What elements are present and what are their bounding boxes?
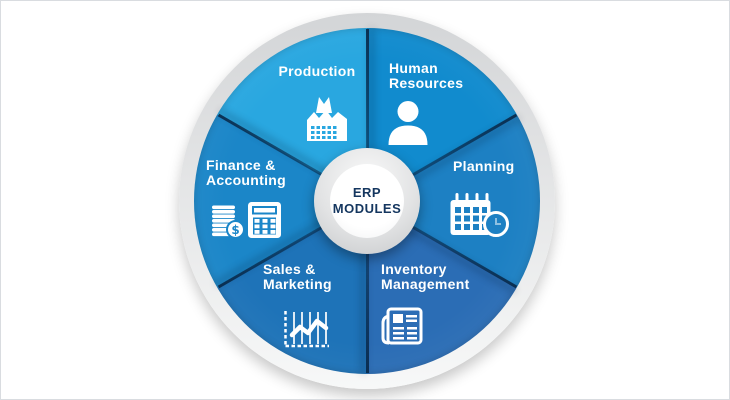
label-production: Production xyxy=(278,63,356,79)
segment-divider xyxy=(365,29,369,201)
person-icon xyxy=(386,100,430,145)
hub-title: ERP MODULES xyxy=(333,185,402,218)
label-finance-accounting: Finance & Accounting xyxy=(206,157,286,188)
line-chart-icon xyxy=(281,309,331,349)
coins-calculator-icon: $ xyxy=(210,201,282,239)
label-human-resources: Human Resources xyxy=(389,60,464,91)
label-sales-marketing: Sales & Marketing xyxy=(263,261,332,292)
label-inventory-management: Inventory Management xyxy=(381,261,470,292)
hub: ERP MODULES xyxy=(330,164,404,238)
svg-text:$: $ xyxy=(231,223,239,237)
factory-icon xyxy=(306,96,348,142)
label-planning: Planning xyxy=(453,158,515,174)
hub-title-line1: ERP xyxy=(352,184,382,200)
hub-title-line2: MODULES xyxy=(332,201,402,216)
calendar-clock-icon xyxy=(449,193,509,237)
newspaper-icon xyxy=(380,304,424,350)
